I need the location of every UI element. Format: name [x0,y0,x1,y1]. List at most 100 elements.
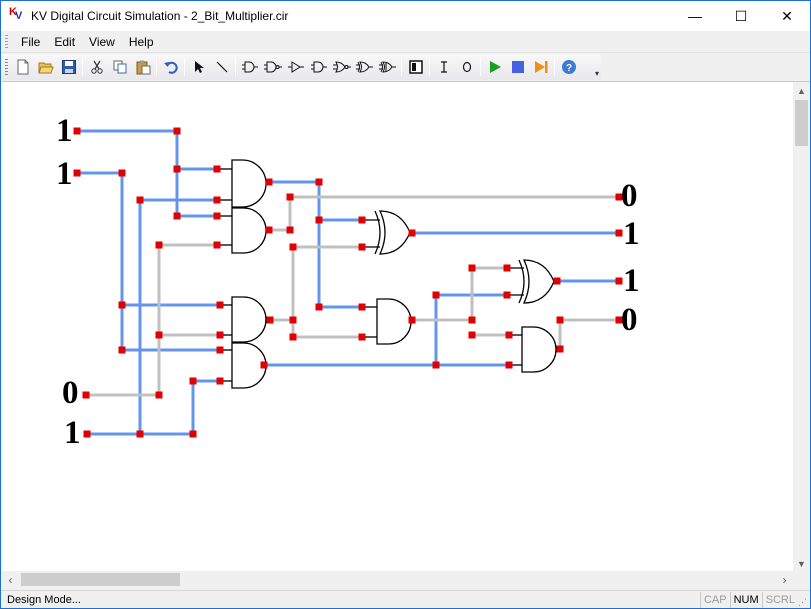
wire-line-icon [216,61,227,73]
paste-button[interactable] [131,56,154,78]
wire-node [216,346,224,354]
circuit-diagram[interactable] [2,82,793,572]
xor-gate-button[interactable] [353,56,376,78]
wire-node [265,226,273,234]
wire-node [468,331,476,339]
wire-node [155,241,163,249]
wire-node [289,333,297,341]
wire-node [358,243,366,251]
maximize-button[interactable]: ☐ [718,1,764,31]
toolbar: ? ▾ [1,54,601,80]
wire-node [118,346,126,354]
close-button[interactable]: ✕ [764,1,810,31]
wire-node [118,169,126,177]
wire-high [77,171,124,350]
toolbar-separator [156,58,157,76]
run-button[interactable] [483,56,506,78]
undo-button[interactable] [159,56,182,78]
toolbar-overflow-icon[interactable]: ▾ [594,69,599,78]
vertical-scrollbar[interactable]: ▲ ▼ [793,82,810,572]
wire-nodes [73,127,623,438]
stop-button[interactable] [506,56,529,78]
wire-node [358,333,366,341]
step-button[interactable] [529,56,552,78]
wires [77,129,619,436]
circuit-canvas[interactable]: 1 1 0 1 0 1 1 0 ▲ ▼ [2,81,810,572]
wire-node [468,264,476,272]
wire-node [189,430,197,438]
and-gate [376,298,412,345]
minimize-button[interactable]: — [672,1,718,31]
copy-icon [113,60,126,74]
wire-node [213,212,221,220]
status-bar: Design Mode... CAP NUM SCRL ⋰ [1,590,810,608]
xnor-gate-button[interactable] [376,56,399,78]
help-button[interactable]: ? [557,56,580,78]
wire-node [358,303,366,311]
input-a1-label[interactable]: 1 [56,113,73,149]
copy-button[interactable] [108,56,131,78]
wire-low [412,266,507,322]
and-gate [231,207,267,254]
wire-node [556,345,564,353]
xor-gate-curve [518,259,525,304]
resize-grip-icon[interactable]: ⋰ [798,596,807,607]
wire-node [408,316,416,324]
output-p3-label: 0 [621,178,638,214]
and-gate [231,296,267,343]
xor-gate [522,259,555,304]
wire-node [408,229,416,237]
close-icon: ✕ [781,7,793,24]
toolbar-separator [401,58,402,76]
select-button[interactable] [187,56,210,78]
cut-button[interactable] [85,56,108,78]
menu-help[interactable]: Help [128,34,154,49]
menubar-grip[interactable] [5,34,8,49]
input-button[interactable] [432,56,455,78]
wire-node [505,331,513,339]
horizontal-scroll-thumb[interactable] [21,573,180,586]
cut-icon [90,60,103,74]
scroll-up-icon[interactable]: ▲ [797,85,806,96]
wire-node [216,301,224,309]
menu-edit[interactable]: Edit [54,34,76,49]
open-button[interactable] [34,56,57,78]
input-icon [440,61,447,73]
scroll-down-icon[interactable]: ▼ [797,558,806,569]
buffer-gate-button[interactable] [284,56,307,78]
menu-view[interactable]: View [89,34,115,49]
wire-node [286,193,294,201]
num-lock-indicator: NUM [729,591,762,608]
output-button[interactable] [455,56,478,78]
wire-low [291,247,362,339]
or-gate-button[interactable] [307,56,330,78]
new-button[interactable] [11,56,34,78]
wire-node [173,127,181,135]
nor-gate-button[interactable] [330,56,353,78]
wire-node [358,216,366,224]
and-gate-button[interactable] [238,56,261,78]
input-b1-label[interactable]: 0 [62,375,79,411]
scroll-left-icon[interactable]: ‹ [8,572,13,587]
and-gate [521,326,557,373]
menu-file[interactable]: File [21,34,41,49]
output-icon [462,61,471,73]
stop-icon [511,61,524,73]
wire-low [558,318,619,349]
scroll-right-icon[interactable]: › [782,572,787,587]
horizontal-scrollbar[interactable]: ‹ › [2,571,793,588]
output-p0-label: 0 [621,302,638,338]
nand-gate-button[interactable] [261,56,284,78]
input-b0-label[interactable]: 1 [64,415,81,451]
switch-button[interactable] [404,56,427,78]
scroll-lock-indicator: SCRL [761,591,798,608]
wire-node [432,291,440,299]
wire-node [173,212,181,220]
toolbar-grip[interactable] [5,59,8,75]
wire-button[interactable] [210,56,233,78]
save-button[interactable] [57,56,80,78]
input-a0-label[interactable]: 1 [56,156,73,192]
vertical-scroll-thumb[interactable] [795,100,808,146]
